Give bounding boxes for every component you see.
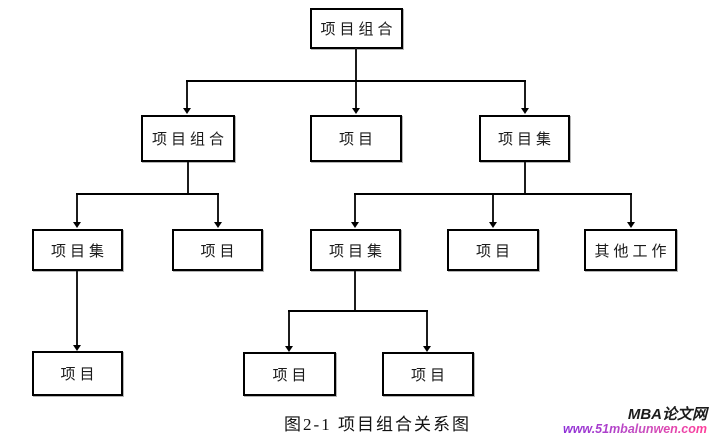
node-l4-project-b: 项目 (243, 352, 336, 396)
connector-drop-l3-program-b (354, 195, 356, 222)
connector-drop-l3-other (630, 195, 632, 222)
connector-l3program-b-stub (354, 271, 356, 311)
node-l2-project: 项目 (310, 115, 402, 162)
arrowhead-down-icon (489, 222, 497, 228)
connector-l2program-stub (524, 162, 526, 194)
arrowhead-down-icon (285, 346, 293, 352)
arrowhead-down-icon (351, 222, 359, 228)
watermark-site-url: www.51mbalunwen.com (562, 422, 707, 437)
connector-bus-l4 (288, 310, 428, 312)
connector-drop-l3-program-a (76, 195, 78, 222)
node-l3-project-a: 项目 (172, 229, 263, 271)
arrowhead-down-icon (423, 346, 431, 352)
node-root-portfolio: 项目组合 (310, 8, 403, 49)
connector-drop-l2-program (524, 82, 526, 108)
arrowhead-down-icon (183, 108, 191, 114)
arrowhead-down-icon (73, 345, 81, 351)
connector-drop-l4-project-b (288, 312, 290, 346)
connector-drop-l3-project-b (492, 195, 494, 222)
connector-l2portfolio-stub (187, 162, 189, 194)
node-l2-portfolio: 项目组合 (141, 115, 235, 162)
connector-bus-l3-right (354, 193, 632, 195)
arrowhead-down-icon (73, 222, 81, 228)
arrowhead-down-icon (521, 108, 529, 114)
watermark-site-name: MBA论文网 (627, 405, 707, 423)
node-l3-program-a: 项目集 (32, 229, 123, 271)
node-l3-other-work: 其他工作 (584, 229, 677, 271)
figure-caption: 图2-1 项目组合关系图 (284, 415, 471, 434)
arrowhead-down-icon (214, 222, 222, 228)
connector-drop-l4-project-c (426, 312, 428, 346)
node-l3-project-b: 项目 (447, 229, 539, 271)
node-l2-program: 项目集 (479, 115, 570, 162)
arrowhead-down-icon (352, 108, 360, 114)
node-l4-project-a: 项目 (32, 351, 123, 396)
connector-drop-l4-project-a (76, 271, 78, 345)
connector-drop-l2-project (355, 82, 357, 108)
node-l3-program-b: 项目集 (310, 229, 401, 271)
connector-drop-l3-project-a (217, 195, 219, 222)
connector-root-stub (355, 48, 357, 82)
connector-drop-l2-portfolio (186, 82, 188, 108)
arrowhead-down-icon (627, 222, 635, 228)
connector-bus-level2 (186, 80, 526, 82)
watermark: MBA论文网 www.51mbalunwen.com (562, 405, 707, 437)
node-l4-project-c: 项目 (382, 352, 474, 396)
connector-bus-l3-left (76, 193, 219, 195)
